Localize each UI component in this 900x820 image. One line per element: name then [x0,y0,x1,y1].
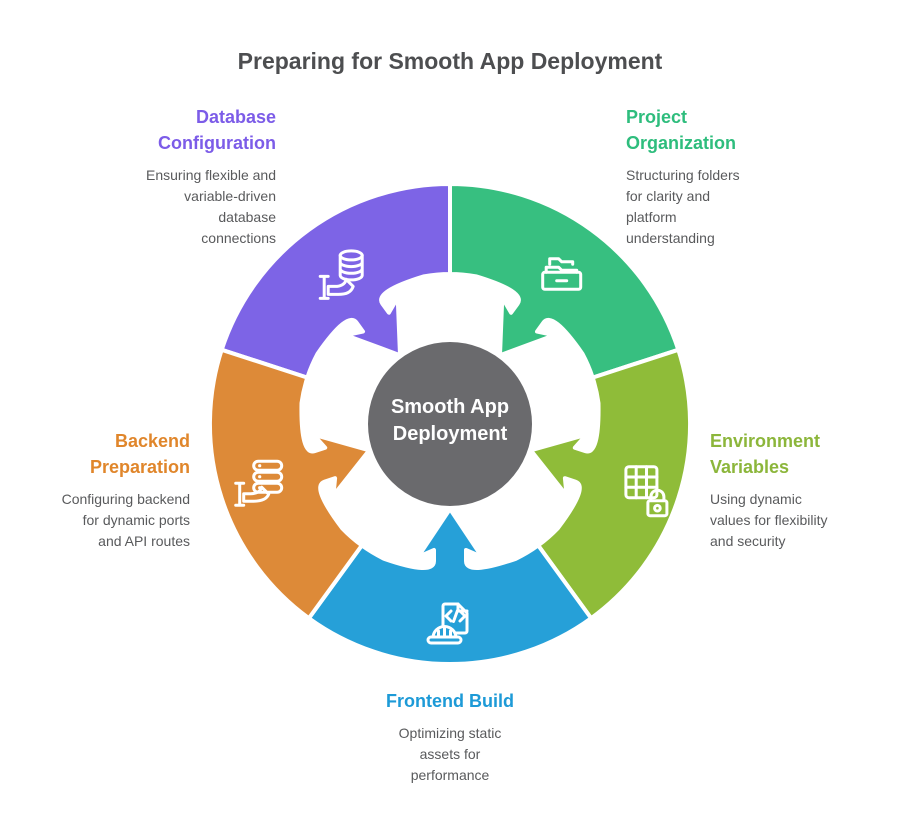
database-hand-icon [318,249,364,300]
label-block-environment-variables: Environment Variables Using dynamic valu… [710,428,900,552]
label-block-frontend-build: Frontend Build Optimizing static assets … [315,688,585,786]
hub-circle [364,338,536,510]
segment-description-backend-preparation: Configuring backend for dynamic ports an… [61,491,190,549]
page-title: Preparing for Smooth App Deployment [237,48,663,74]
segment-description-project-organization: Structuring folders for clarity and plat… [626,167,740,246]
environment-variables-segment-arc [528,347,693,621]
hub-label: Smooth App Deployment [390,396,510,445]
label-block-project-organization: Project Organization Structuring folders… [626,104,838,249]
segment-title-database-configuration: Database Configuration [158,107,276,153]
segment-title-environment-variables: Environment Variables [710,431,821,477]
server-hand-icon [234,459,284,507]
segment-description-frontend-build: Optimizing static assets for performance [398,725,502,783]
segment-title-project-organization: Project Organization [626,107,737,153]
frontend-build-segment-arc [306,507,594,667]
grid-lock-icon [624,465,669,518]
segment-description-database-configuration: Ensuring flexible and variable-driven da… [146,167,276,246]
label-block-backend-preparation: Backend Preparation Configuring backend … [8,428,190,552]
label-block-database-configuration: Database Configuration Ensuring flexible… [64,104,276,249]
backend-preparation-segment-arc [207,347,372,621]
code-helmet-icon [426,602,469,645]
segment-title-backend-preparation: Backend Preparation [89,431,190,477]
segment-title-frontend-build: Frontend Build [386,691,514,711]
segment-description-environment-variables: Using dynamic values for flexibility and… [710,491,828,549]
stacked-folders-icon [541,257,583,291]
database-configuration-segment-arc [219,182,452,380]
